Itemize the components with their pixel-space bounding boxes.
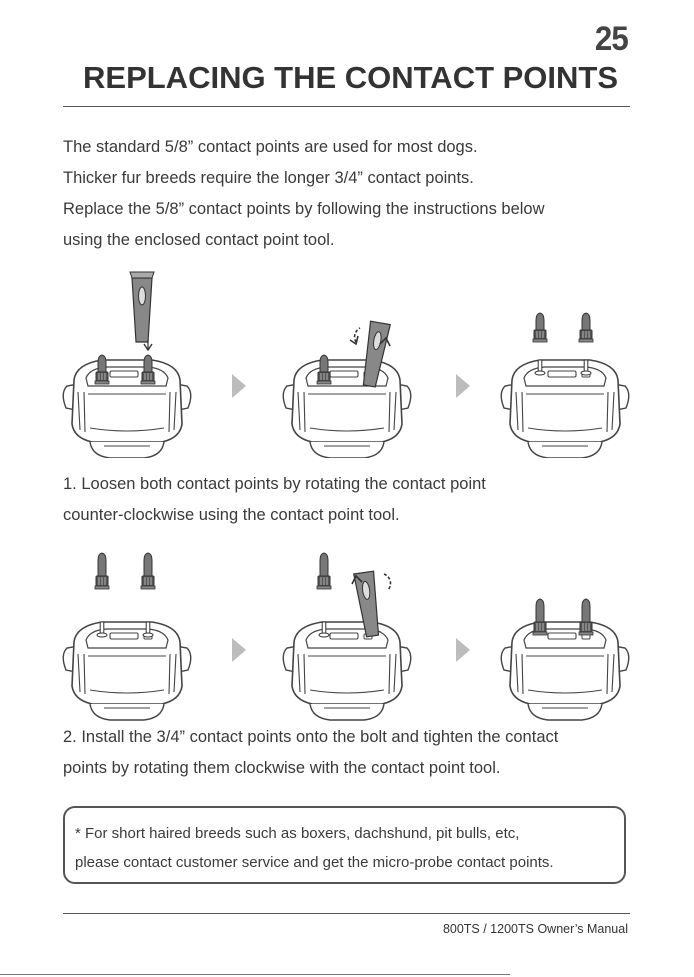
step2-illustrations [62, 552, 630, 721]
step1-line: counter-clockwise using the contact poin… [63, 506, 400, 524]
page-number: 25 [595, 20, 629, 58]
footer-divider [63, 913, 630, 914]
intro-line: Thicker fur breeds require the longer 3/… [63, 169, 474, 187]
step1-panel-removed [500, 312, 630, 458]
intro-paragraph: The standard 5/8” contact points are use… [63, 132, 643, 256]
step2-panel-ready [62, 552, 192, 721]
next-step-arrow-icon [232, 374, 246, 398]
intro-line: Replace the 5/8” contact points by follo… [63, 200, 545, 218]
step2-line: points by rotating them clockwise with t… [63, 759, 501, 777]
next-step-arrow-icon [232, 638, 246, 662]
down-arrow-icon [143, 343, 153, 352]
step1-line: 1. Loosen both contact points by rotatin… [63, 475, 486, 493]
step1-panel-tool-positioned [62, 271, 192, 458]
step2-panel-tightening [282, 552, 412, 721]
intro-line: The standard 5/8” contact points are use… [63, 138, 478, 156]
note-line: please contact customer service and get … [75, 854, 554, 871]
micro-probe-note: * For short haired breeds such as boxers… [63, 806, 626, 884]
step1-instructions: 1. Loosen both contact points by rotatin… [63, 469, 653, 531]
title-divider [63, 106, 630, 107]
rotate-cw-icon [383, 573, 392, 591]
contact-point-tool-icon [129, 271, 155, 343]
step1-illustrations [62, 271, 630, 458]
step1-panel-rotating [282, 320, 412, 458]
note-line: * For short haired breeds such as boxers… [75, 825, 520, 842]
step2-line: 2. Install the 3/4” contact points onto … [63, 728, 559, 746]
next-step-arrow-icon [456, 638, 470, 662]
page-edge-line [0, 974, 510, 975]
next-step-arrow-icon [456, 374, 470, 398]
page-title: REPLACING THE CONTACT POINTS [83, 60, 619, 95]
rotate-ccw-icon [353, 327, 361, 343]
intro-line: using the enclosed contact point tool. [63, 231, 335, 249]
step2-panel-installed [500, 598, 630, 721]
footer-manual-title: 800TS / 1200TS Owner’s Manual [442, 922, 628, 936]
step2-instructions: 2. Install the 3/4” contact points onto … [63, 722, 653, 784]
